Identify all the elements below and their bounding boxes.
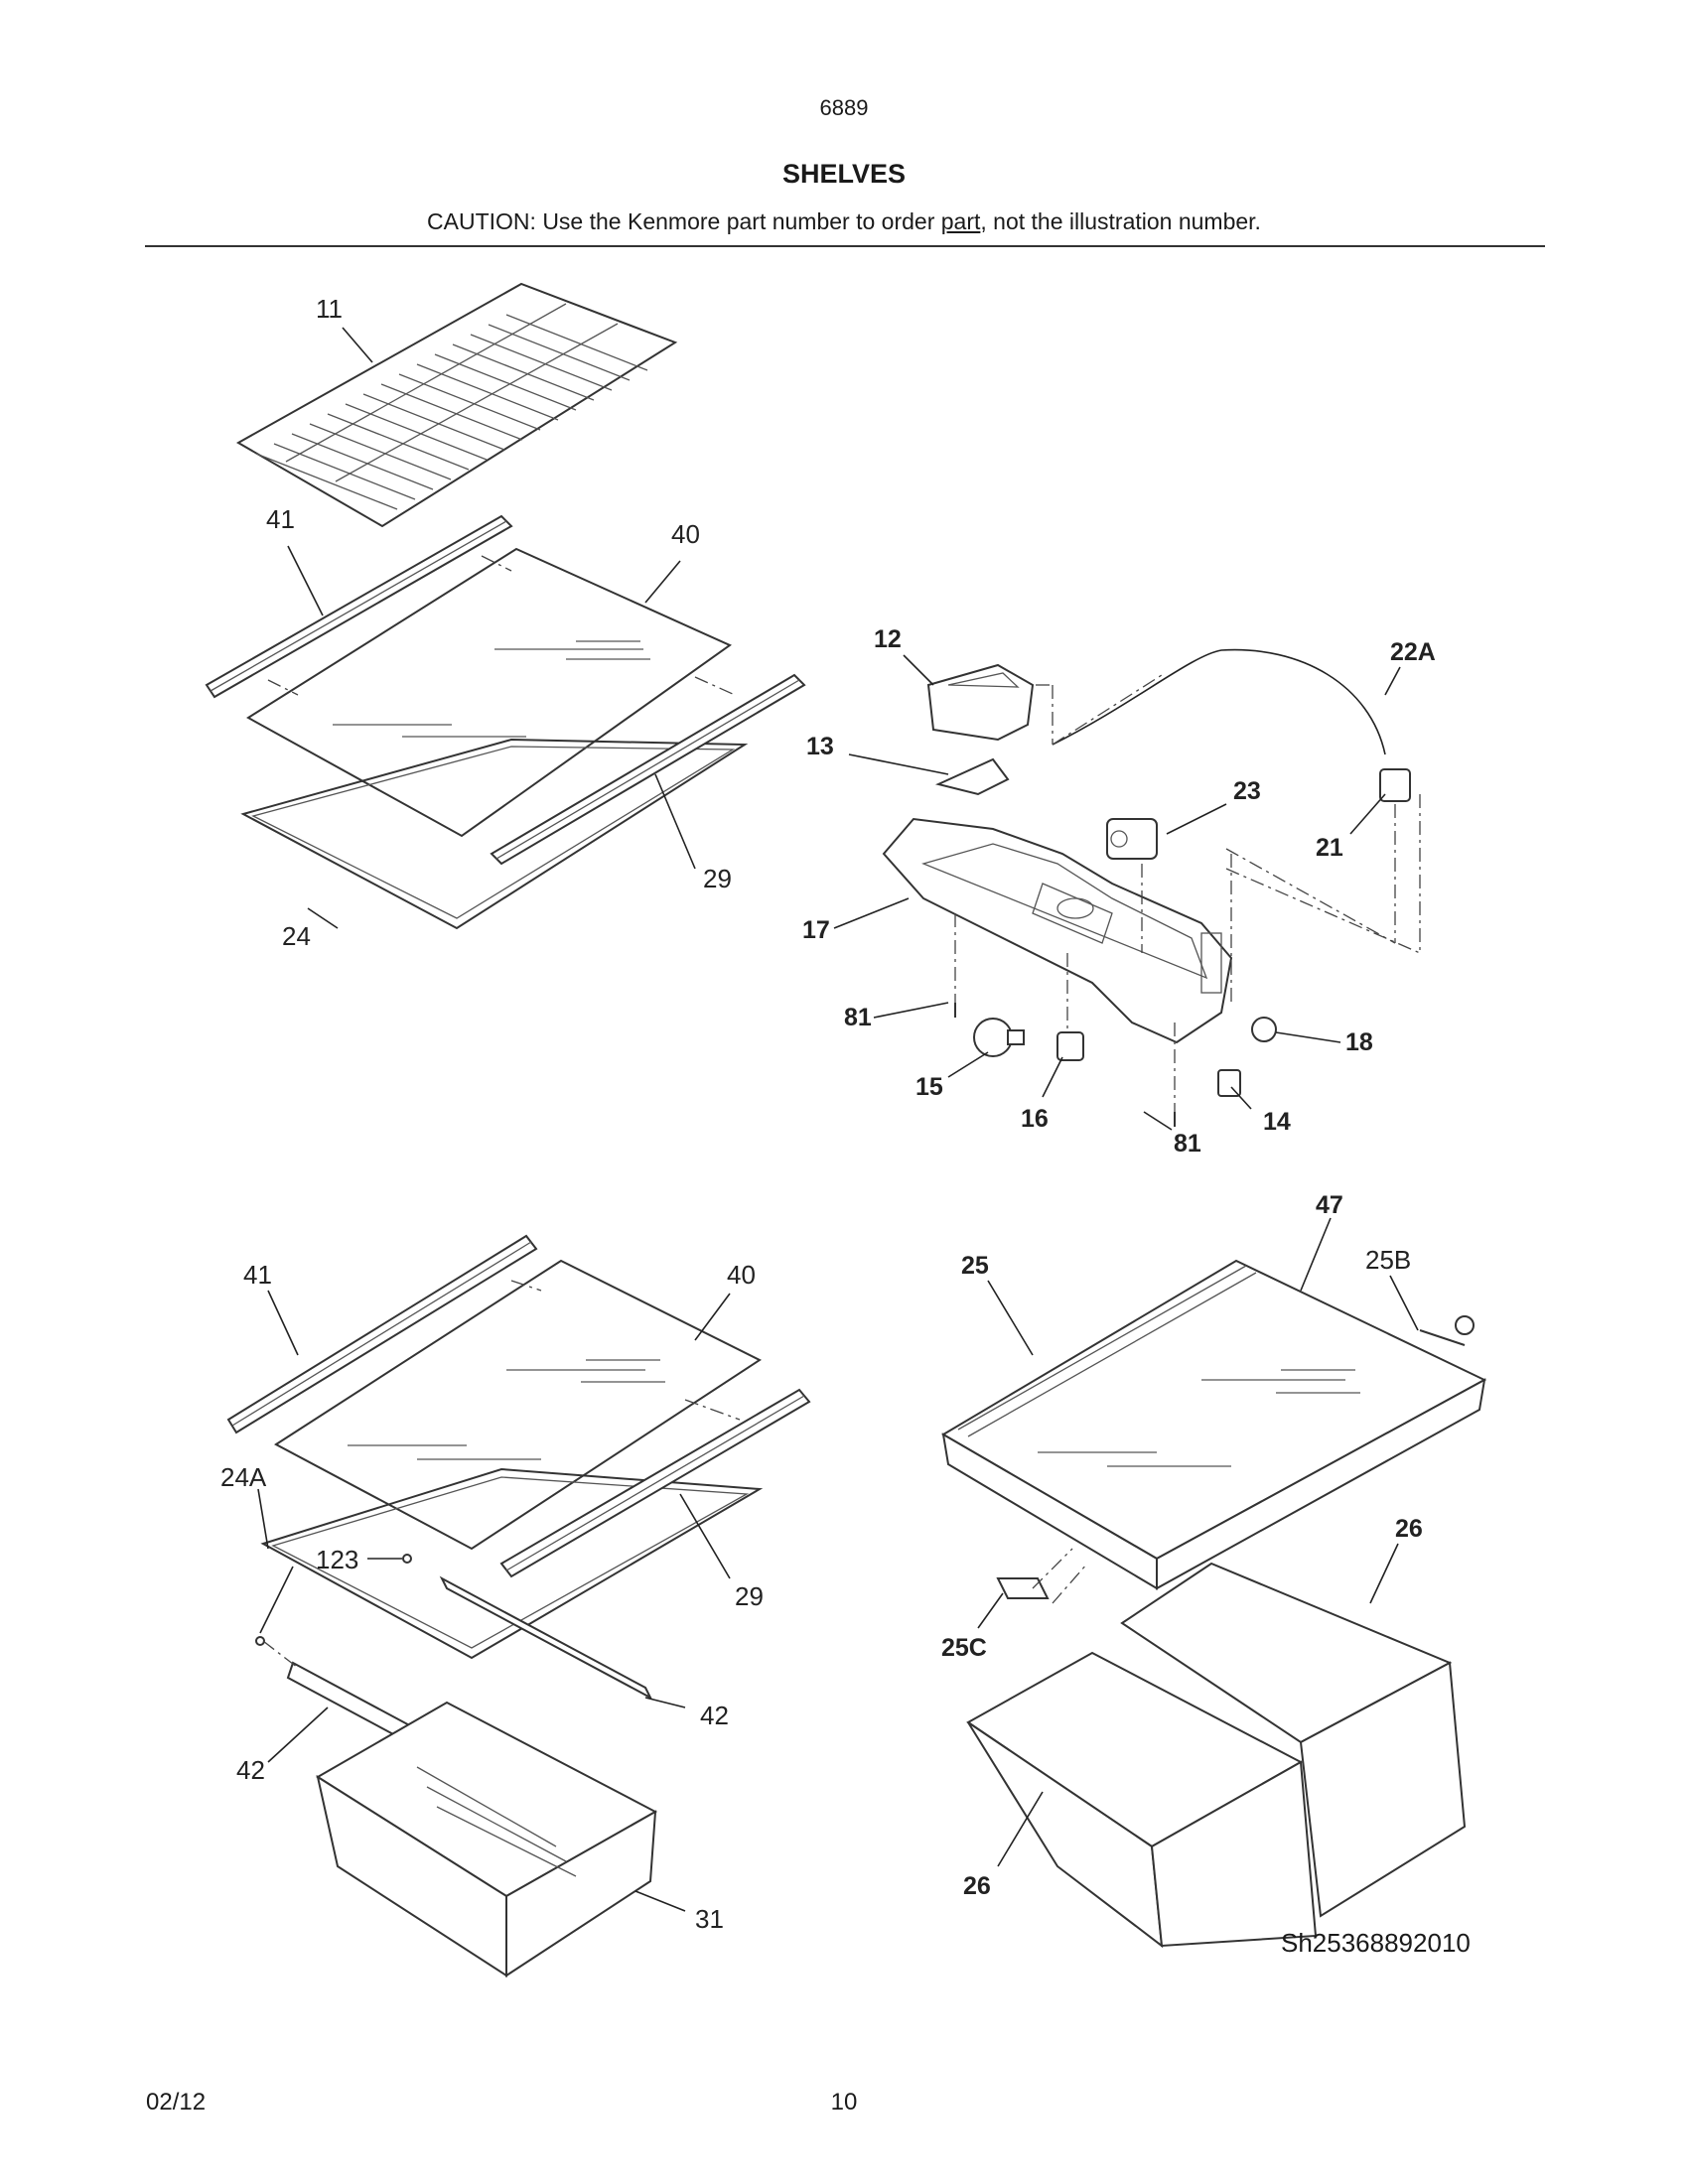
- lower-left-assembly-lines: [262, 1280, 741, 1669]
- caution-suffix: , not the illustration number.: [980, 208, 1261, 234]
- header-rule: [145, 245, 1545, 247]
- top-shelf-assembly-lines: [267, 555, 736, 696]
- callout-29-top: 29: [703, 864, 732, 893]
- callout-25b: 25B: [1365, 1245, 1411, 1275]
- callout-123: 123: [316, 1545, 358, 1574]
- knob-18: [1251, 1017, 1277, 1042]
- switch-14: [1217, 1069, 1241, 1097]
- footer-date: 02/12: [146, 2089, 207, 2116]
- callout-15: 15: [915, 1073, 943, 1101]
- callout-26-back: 26: [1395, 1515, 1423, 1543]
- socket-16: [1056, 1031, 1084, 1061]
- callout-18: 18: [1345, 1028, 1373, 1056]
- shelf-rail-41-top: [205, 514, 513, 699]
- shelf-rail-29-top: [490, 673, 806, 866]
- callout-21: 21: [1316, 834, 1343, 862]
- slide-42-right: [439, 1575, 653, 1701]
- light-shield-12: [926, 663, 1035, 742]
- glass-shelf-40-bottom: [274, 1259, 763, 1551]
- leader-lines: [257, 327, 1419, 1912]
- callout-14: 14: [1263, 1108, 1291, 1136]
- model-number: 6889: [819, 95, 869, 120]
- callout-24: 24: [282, 921, 311, 951]
- callout-81-b: 81: [1174, 1130, 1201, 1158]
- wire-shelf-11: [235, 282, 678, 528]
- bulb-15: [973, 1018, 1025, 1057]
- callout-25: 25: [961, 1252, 989, 1280]
- caution-note: CAUTION: Use the Kenmore part number to …: [0, 208, 1688, 235]
- callout-16: 16: [1021, 1105, 1049, 1133]
- callout-11: 11: [316, 294, 343, 324]
- shelf-rail-41-bottom: [226, 1234, 538, 1434]
- callout-22a: 22A: [1390, 638, 1436, 666]
- callout-26-front: 26: [963, 1872, 991, 1900]
- callout-42-right: 42: [700, 1701, 729, 1730]
- caution-prefix: CAUTION: Use the Kenmore part number to …: [427, 208, 941, 234]
- crisper-drawer-26-back: [1120, 1562, 1467, 1918]
- callout-12: 12: [874, 625, 902, 653]
- caution-part-link: part: [940, 208, 981, 234]
- glass-shelf-40-top: [246, 547, 732, 838]
- screw-123: [255, 1554, 412, 1646]
- callout-42-left: 42: [236, 1755, 265, 1785]
- control-23: [1106, 818, 1158, 860]
- callout-31: 31: [695, 1904, 724, 1934]
- callout-29-bottom: 29: [735, 1581, 764, 1611]
- page-number: 10: [830, 2089, 858, 2116]
- callout-23: 23: [1233, 777, 1261, 805]
- cover-support-25b: [1419, 1315, 1475, 1346]
- lower-right-assembly-lines: [1032, 1548, 1088, 1604]
- callout-13: 13: [806, 733, 834, 760]
- light-assembly-lines: [954, 674, 1421, 1112]
- crisper-drawer-26-front: [966, 1651, 1318, 1949]
- page-title: SHELVES: [781, 159, 907, 189]
- callout-40-bottom: 40: [727, 1260, 756, 1290]
- crisper-pan-31: [316, 1701, 658, 1978]
- callout-41-bottom: 41: [243, 1260, 272, 1290]
- crisper-cover-25: [941, 1259, 1487, 1590]
- shelf-rail-29-bottom: [499, 1388, 811, 1578]
- callout-17: 17: [802, 916, 830, 944]
- light-cover-13: [934, 757, 1010, 796]
- callout-47: 47: [1316, 1191, 1343, 1219]
- callout-41-top: 41: [266, 504, 295, 534]
- light-housing-17: [882, 817, 1233, 1044]
- shelf-frame-24: [240, 738, 749, 930]
- callout-25c: 25C: [941, 1634, 987, 1662]
- shelf-frame-24a: [260, 1467, 764, 1660]
- wire-harness-22a: [1052, 648, 1386, 755]
- callout-81-a: 81: [844, 1004, 872, 1031]
- image-code: Sh25368892010: [1281, 1928, 1471, 1958]
- switch-21: [1379, 768, 1411, 802]
- bracket-25c: [996, 1577, 1050, 1599]
- callout-40-top: 40: [671, 519, 700, 549]
- callout-24a: 24A: [220, 1462, 267, 1492]
